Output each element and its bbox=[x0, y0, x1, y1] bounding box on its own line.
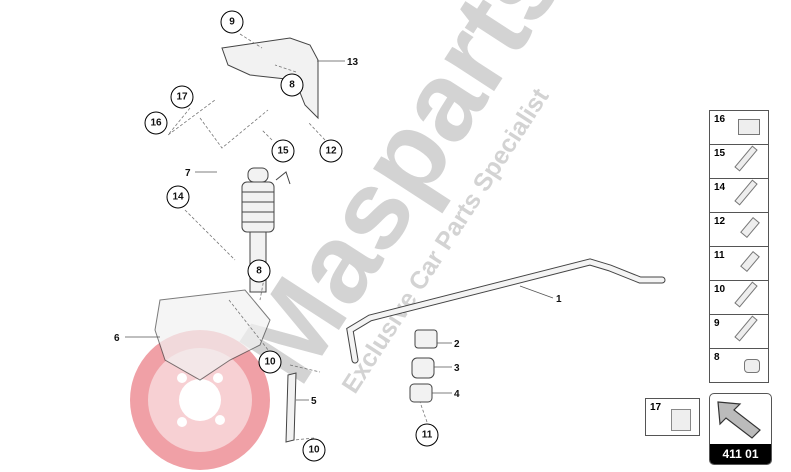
svg-text:16: 16 bbox=[150, 118, 162, 129]
page-code: 411 01 bbox=[710, 444, 771, 464]
svg-text:14: 14 bbox=[172, 192, 184, 203]
screw-icon bbox=[740, 216, 760, 239]
label-3: 3 bbox=[454, 363, 460, 374]
legend-item-11[interactable]: 11 bbox=[709, 246, 769, 281]
label-13: 13 bbox=[347, 57, 359, 68]
legend-item-14[interactable]: 14 bbox=[709, 178, 769, 213]
label-6: 6 bbox=[114, 333, 120, 344]
label-1: 1 bbox=[556, 294, 562, 305]
callout-11: 11 bbox=[415, 423, 439, 447]
screw-icon bbox=[740, 250, 760, 273]
svg-text:10: 10 bbox=[308, 445, 320, 456]
legend-item-16[interactable]: 16 bbox=[709, 110, 769, 145]
callout-8b: 8 bbox=[247, 259, 271, 283]
arrow-up-left-icon bbox=[717, 401, 761, 439]
label-7: 7 bbox=[185, 168, 191, 179]
bushing-3 bbox=[411, 357, 435, 379]
label-2: 2 bbox=[454, 339, 460, 350]
legend-item-17[interactable]: 17 bbox=[645, 398, 700, 436]
bracket-2 bbox=[414, 329, 438, 349]
legend-item-12[interactable]: 12 bbox=[709, 212, 769, 247]
clip-icon bbox=[671, 409, 691, 431]
svg-text:17: 17 bbox=[176, 92, 188, 103]
label-5: 5 bbox=[311, 396, 317, 407]
svg-text:12: 12 bbox=[325, 146, 337, 157]
legend-item-8[interactable]: 8 bbox=[709, 348, 769, 383]
nut-icon bbox=[744, 359, 760, 373]
clip-icon bbox=[738, 119, 760, 135]
svg-text:8: 8 bbox=[289, 80, 295, 91]
previous-page-button[interactable]: 411 01 bbox=[709, 393, 772, 465]
svg-text:9: 9 bbox=[229, 17, 235, 28]
callout-10b: 10 bbox=[302, 438, 326, 462]
clamp-4 bbox=[409, 383, 433, 403]
label-4: 4 bbox=[454, 389, 460, 400]
bolt-icon bbox=[734, 281, 758, 308]
legend-item-10[interactable]: 10 bbox=[709, 280, 769, 315]
knuckle-6 bbox=[154, 289, 271, 381]
svg-text:11: 11 bbox=[422, 430, 433, 441]
callout-16: 16 bbox=[144, 111, 168, 135]
callout-10: 10 bbox=[258, 350, 282, 374]
legend-item-9[interactable]: 9 bbox=[709, 314, 769, 349]
legend-item-15[interactable]: 15 bbox=[709, 144, 769, 179]
callout-9: 9 bbox=[220, 10, 244, 34]
link-5 bbox=[285, 372, 297, 443]
svg-text:10: 10 bbox=[264, 357, 276, 368]
svg-text:15: 15 bbox=[277, 146, 289, 157]
clip-icon bbox=[734, 145, 758, 172]
callout-12: 12 bbox=[319, 139, 343, 163]
callout-15: 15 bbox=[271, 139, 295, 163]
callout-14: 14 bbox=[166, 185, 190, 209]
bracket-13 bbox=[221, 37, 319, 120]
callout-17: 17 bbox=[170, 85, 194, 109]
bolt-icon bbox=[734, 179, 758, 206]
brake-disc-logo bbox=[130, 330, 270, 470]
bolt-icon bbox=[734, 315, 758, 342]
svg-text:8: 8 bbox=[256, 266, 262, 277]
callout-8: 8 bbox=[280, 73, 304, 97]
